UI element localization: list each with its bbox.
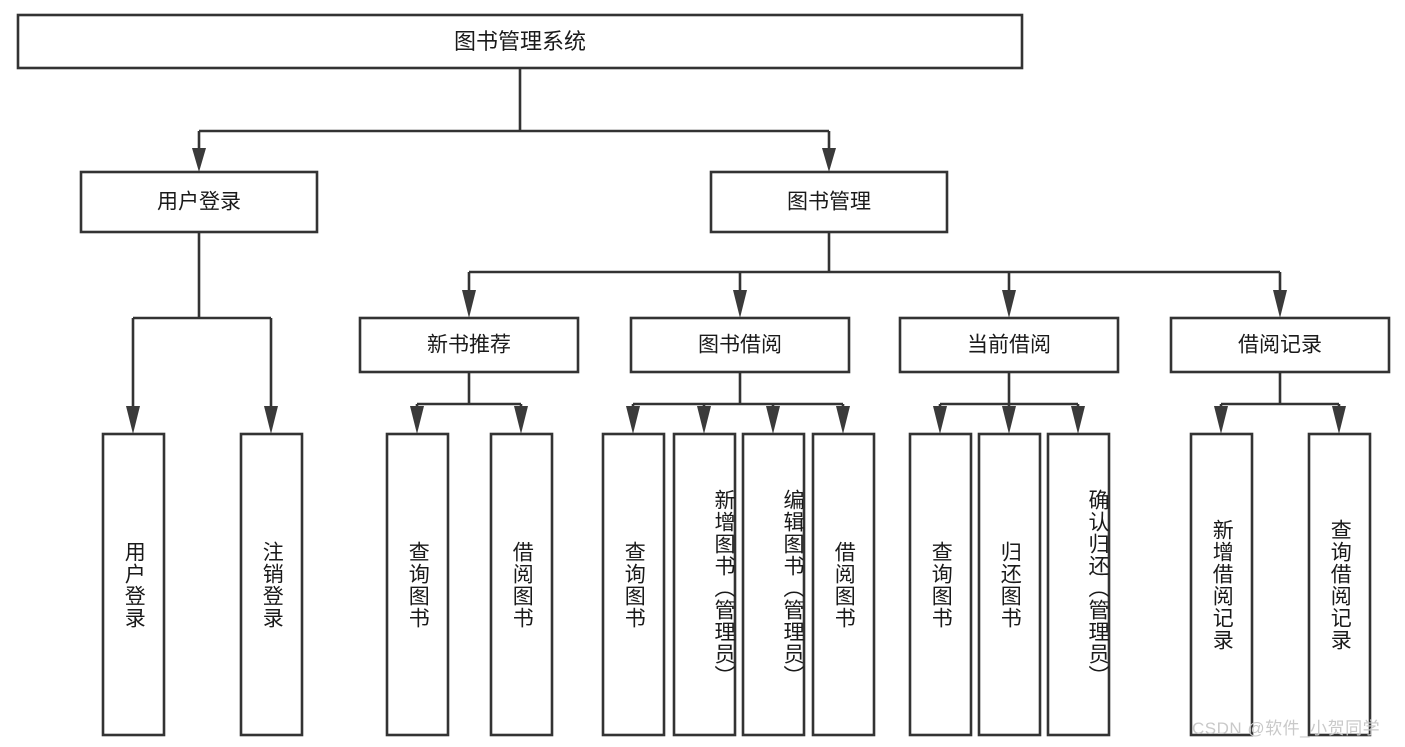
- node-book-management-label: 图书管理: [787, 191, 871, 214]
- node-borrow-record[interactable]: 借阅记录: [1169, 316, 1391, 374]
- leaf-box-borrow-0[interactable]: [601, 432, 666, 737]
- arrow-head-current-2: [1002, 406, 1016, 434]
- node-new-book-recommend-label: 新书推荐: [427, 334, 511, 357]
- arrow-head-borrow-3: [766, 406, 780, 434]
- leaf-box-recommend-1[interactable]: [489, 432, 554, 737]
- node-new-book-recommend-box[interactable]: [358, 316, 580, 374]
- arrow-head-record-2: [1332, 406, 1346, 434]
- leaf-box-recommend-0[interactable]: [385, 432, 450, 737]
- leaf-box-borrow-3[interactable]: [811, 432, 876, 737]
- leaf-box-user-login-1[interactable]: [239, 432, 304, 737]
- arrow-head-recommend-2: [514, 406, 528, 434]
- node-borrow-record-label: 借阅记录: [1238, 334, 1322, 357]
- leaf-box-record-0[interactable]: [1189, 432, 1254, 737]
- csdn-watermark: CSDN @软件_小贺同学: [1192, 719, 1381, 738]
- arrow-head-current-1: [933, 406, 947, 434]
- node-book-management[interactable]: 图书管理: [709, 170, 949, 234]
- node-book-borrow[interactable]: 图书借阅: [629, 316, 851, 374]
- node-root-box[interactable]: [16, 13, 1024, 70]
- arrow-head-level2-2: [822, 148, 836, 172]
- node-user-login-box[interactable]: [79, 170, 319, 234]
- arrow-head-borrow-2: [697, 406, 711, 434]
- node-book-borrow-box[interactable]: [629, 316, 851, 374]
- leaf-box-current-0[interactable]: [908, 432, 973, 737]
- arrow-head-level3-2: [733, 290, 747, 318]
- arrow-head-borrow-4: [836, 406, 850, 434]
- leaf-box-borrow-1[interactable]: [672, 432, 737, 737]
- node-book-borrow-label: 图书借阅: [698, 334, 782, 357]
- node-new-book-recommend[interactable]: 新书推荐: [358, 316, 580, 374]
- arrow-head-userlogin-2: [264, 406, 278, 434]
- leaf-box-user-login-0[interactable]: [101, 432, 166, 737]
- arrow-head-userlogin-1: [126, 406, 140, 434]
- arrow-head-current-3: [1071, 406, 1085, 434]
- node-user-login[interactable]: 用户登录: [79, 170, 319, 234]
- node-current-borrow[interactable]: 当前借阅: [898, 316, 1120, 374]
- leaf-box-record-1[interactable]: [1307, 432, 1372, 737]
- node-current-borrow-label: 当前借阅: [967, 334, 1051, 357]
- node-book-management-box[interactable]: [709, 170, 949, 234]
- node-user-login-label: 用户登录: [157, 191, 241, 214]
- arrow-head-borrow-1: [626, 406, 640, 434]
- leaf-box-current-1[interactable]: [977, 432, 1042, 737]
- node-root[interactable]: 图书管理系统: [16, 13, 1024, 70]
- arrow-head-recommend-1: [410, 406, 424, 434]
- arrow-head-level2-1: [192, 148, 206, 172]
- node-root-label: 图书管理系统: [454, 29, 586, 54]
- arrow-head-level3-4: [1273, 290, 1287, 318]
- node-borrow-record-box[interactable]: [1169, 316, 1391, 374]
- arrow-head-level3-1: [462, 290, 476, 318]
- arrow-head-record-1: [1214, 406, 1228, 434]
- connector-group: [126, 68, 1346, 434]
- arrow-head-level3-3: [1002, 290, 1016, 318]
- node-current-borrow-box[interactable]: [898, 316, 1120, 374]
- leaf-box-current-2[interactable]: [1046, 432, 1111, 737]
- leaf-box-borrow-2[interactable]: [741, 432, 806, 737]
